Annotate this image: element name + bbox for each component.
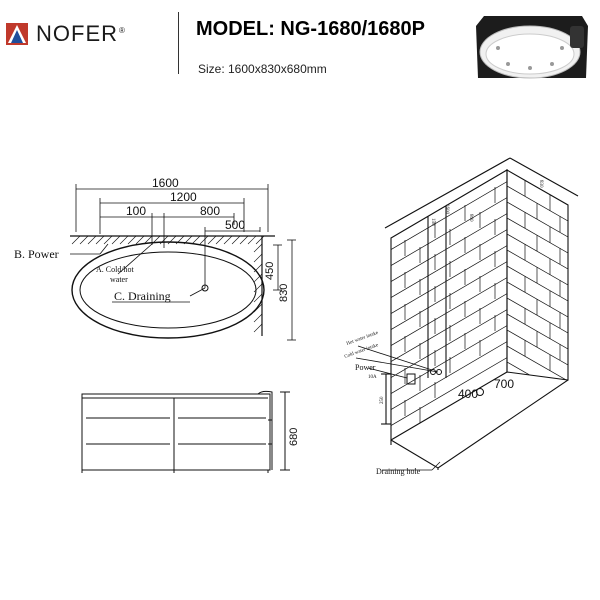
header: NOFER® MODEL: NG-1680/1680P Size: 1600x8… bbox=[0, 0, 600, 90]
model-title: MODEL: NG-1680/1680P bbox=[196, 18, 425, 40]
label-power: B. Power bbox=[14, 247, 59, 261]
brand-logo: NOFER® bbox=[6, 18, 126, 50]
dim-400: 400 bbox=[458, 387, 478, 401]
logo-mark-icon bbox=[6, 21, 32, 47]
label-water-1: A. Cold/hot bbox=[96, 265, 135, 274]
dim-install-top-b: 830 bbox=[538, 180, 543, 188]
label-install-power: Power bbox=[355, 363, 376, 372]
label-draining: C. Draining bbox=[114, 289, 171, 303]
dim-install-mid-a: 150 bbox=[430, 218, 435, 226]
header-divider bbox=[178, 12, 179, 74]
dim-100: 100 bbox=[126, 204, 146, 218]
size-text: Size: 1600x830x680mm bbox=[198, 62, 327, 76]
dim-1200: 1200 bbox=[170, 190, 197, 204]
dim-700: 700 bbox=[494, 377, 514, 391]
dim-800: 800 bbox=[200, 204, 220, 218]
dim-450: 450 bbox=[264, 262, 276, 280]
label-draining-hole: Draining hole bbox=[376, 467, 421, 476]
dim-install-top-a: 1600 bbox=[444, 204, 449, 215]
product-photo bbox=[474, 8, 590, 88]
label-water-2: water bbox=[110, 275, 128, 284]
dim-500: 500 bbox=[225, 218, 245, 232]
dim-install-mid-b: 800 bbox=[468, 214, 473, 222]
brand-name: NOFER® bbox=[36, 21, 126, 46]
label-install-power-sub: 10A bbox=[368, 375, 377, 380]
dim-install-side: 250 bbox=[380, 396, 385, 404]
dim-680: 680 bbox=[288, 428, 300, 446]
dim-1600: 1600 bbox=[152, 176, 179, 190]
dim-830: 830 bbox=[278, 284, 290, 302]
